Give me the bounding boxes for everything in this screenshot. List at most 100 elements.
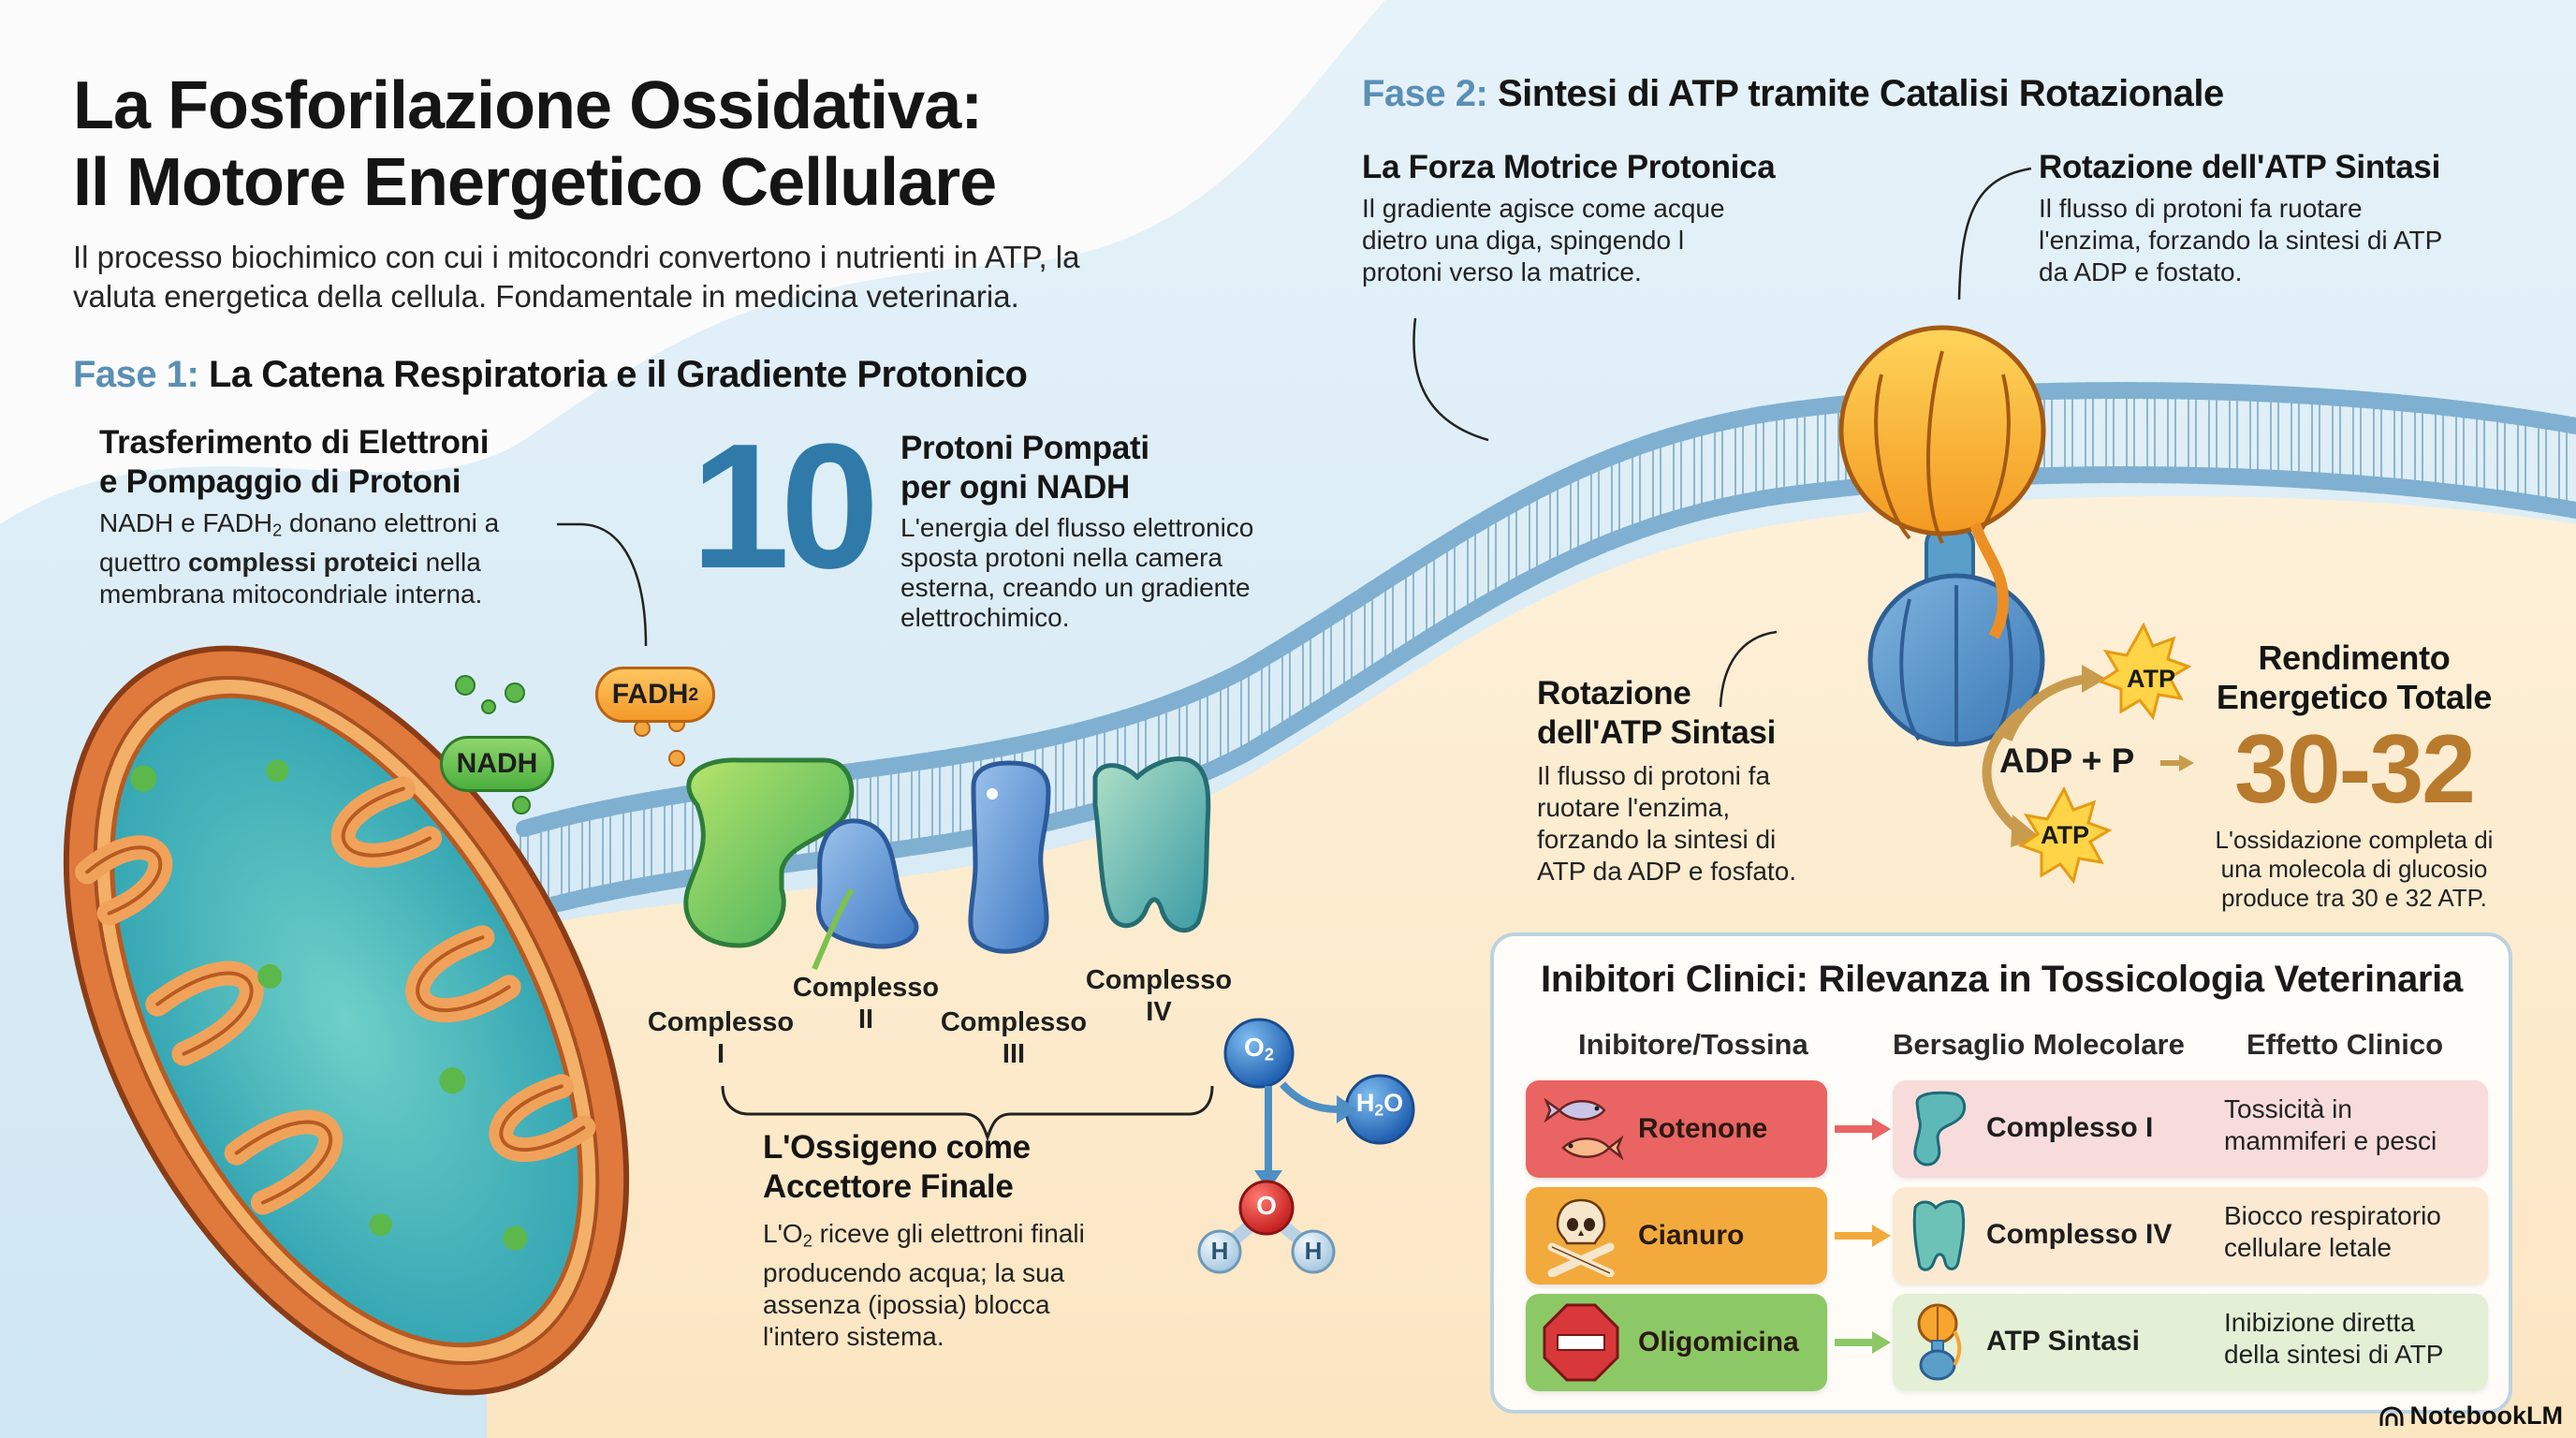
- atp-synthase-icon: [1917, 1303, 1962, 1381]
- water-h-label: H: [1210, 1237, 1229, 1265]
- mitochondrion-illustration: [63, 645, 630, 1396]
- page-title: La Fosforilazione Ossidativa: Il Motore …: [73, 67, 997, 221]
- oxygen-body: L'O2 riceve gli elettroni finali produce…: [763, 1219, 1085, 1351]
- clinical-effect: Inibizione diretta della sintesi di ATP: [2224, 1308, 2444, 1369]
- notebooklm-logo-icon: [2379, 1405, 2404, 1426]
- yield-heading: Energetico Totale: [2216, 678, 2493, 716]
- phase2-heading: Fase 2: Sintesi di ATP tramite Catalisi …: [1362, 73, 2224, 115]
- atp-starburst: [2097, 622, 2192, 721]
- transfer-heading: Trasferimento di Elettroni: [99, 424, 490, 461]
- atp-starburst: [2017, 785, 2113, 885]
- electron-transfer-block: Trasferimento di Elettroni e Pompaggio d…: [99, 423, 499, 610]
- water-h-label: H: [1304, 1237, 1323, 1265]
- logo-text: NotebookLM: [2409, 1401, 2563, 1430]
- target-cell: Complesso IV Biocco respiratorio cellula…: [1893, 1187, 2488, 1284]
- protons-heading: Protoni Pompati: [900, 430, 1149, 466]
- phase1-title: La Catena Respiratoria e il Gradiente Pr…: [208, 354, 1028, 395]
- rotation-mid-body: Il flusso di protoni fa ruotare l'enzima…: [1537, 761, 1797, 886]
- transfer-body: NADH e FADH2 donano elettroni a quettro …: [99, 508, 500, 609]
- arrow-right-icon: [1835, 1225, 1891, 1247]
- phase1-lead: Fase 1:: [73, 354, 199, 395]
- oxygen-heading: Accettore Finale: [763, 1168, 1014, 1205]
- inhibitor-name: Cianuro: [1638, 1220, 1745, 1251]
- leader-line: [1719, 630, 1778, 708]
- rotation-top-body: Il flusso di protoni fa ruotare l'enzima…: [2039, 194, 2443, 286]
- inhibitor-cell: Oligomicina: [1526, 1294, 1827, 1391]
- complex-i-icon: [1913, 1091, 1967, 1167]
- complexes-bracket: [721, 1085, 1214, 1142]
- rotation-top-block: Rotazione dell'ATP Sintasi Il flusso di …: [2039, 148, 2442, 288]
- skull-crossbones-icon: [1547, 1198, 1615, 1277]
- inhibitor-cell: Cianuro: [1526, 1187, 1827, 1284]
- column-header-target: Bersaglio Molecolare: [1893, 1028, 2185, 1061]
- complex-iii-shape: [968, 760, 1051, 954]
- rotation-mid-heading: dell'ATP Sintasi: [1537, 714, 1777, 751]
- adp-p-label: ADP + P: [1999, 741, 2135, 780]
- energy-yield-block: Rendimento Energetico Totale 30-32 L'oss…: [2200, 638, 2509, 913]
- table-row: Oligomicina ATP Sintasi Inibizione diret…: [1526, 1294, 2488, 1391]
- title-line-1: La Fosforilazione Ossidativa:: [73, 68, 983, 143]
- oxygen-heading: L'Ossigeno come: [763, 1129, 1031, 1166]
- rotation-top-heading: Rotazione dell'ATP Sintasi: [2039, 149, 2441, 185]
- inhibitor-name: Oligomicina: [1638, 1327, 1799, 1357]
- leader-line: [557, 522, 648, 647]
- target-name: ATP Sintasi: [1986, 1326, 2140, 1357]
- protons-body: L'energia del flusso elettronico sposta …: [900, 513, 1254, 632]
- nadh-carrier: NADH: [440, 736, 554, 792]
- proton-motive-force-block: La Forza Motrice Protonica Il gradiente …: [1362, 148, 1776, 288]
- inhibitor-cell: Rotenone: [1526, 1080, 1827, 1178]
- yield-body: L'ossidazione completa di una molecola d…: [2215, 826, 2494, 912]
- column-header-effect: Effetto Clinico: [2247, 1028, 2444, 1061]
- phase2-lead: Fase 2:: [1362, 73, 1488, 114]
- rotation-mid-block: Rotazione dell'ATP Sintasi Il flusso di …: [1537, 674, 1796, 888]
- target-cell: Complesso I Tossicità in mammiferi e pes…: [1893, 1080, 2488, 1178]
- subtitle-line: Il processo biochimico con cui i mitocon…: [73, 240, 1080, 274]
- inhibitors-panel: Inibitori Clinici: Rilevanza in Tossicol…: [1490, 932, 2512, 1414]
- phase1-heading: Fase 1: La Catena Respiratoria e il Grad…: [73, 354, 1028, 396]
- o2-label: O2: [1244, 1033, 1274, 1064]
- water-hydrogen-atom: [1291, 1229, 1336, 1274]
- table-row: Rotenone Complesso I Tossicità in mammif…: [1526, 1080, 2488, 1178]
- protons-block: Protoni Pompati per ogni NADH L'energia …: [900, 429, 1253, 633]
- pmf-heading: La Forza Motrice Protonica: [1362, 149, 1776, 185]
- rotation-mid-heading: Rotazione: [1537, 675, 1691, 712]
- o2-molecule: [1223, 1018, 1295, 1089]
- complex-i-shape: [683, 757, 855, 948]
- target-name: Complesso I: [1986, 1112, 2154, 1143]
- h2o-label: H2O: [1355, 1089, 1404, 1120]
- subtitle-line: valuta energetica della cellula. Fondame…: [73, 279, 1019, 314]
- water-hydrogen-atom: [1197, 1229, 1242, 1274]
- atp-synthase-illustration: [1838, 325, 2046, 747]
- clinical-effect: Biocco respiratorio cellulare letale: [2224, 1201, 2441, 1262]
- notebooklm-logo: NotebookLM: [2378, 1401, 2563, 1431]
- arrow-right-icon: [1835, 1118, 1891, 1140]
- arrow-right-icon: [1835, 1331, 1891, 1354]
- page-subtitle: Il processo biochimico con cui i mitocon…: [73, 238, 1079, 316]
- protons-count: 10: [691, 407, 879, 606]
- fish-icon: [1544, 1097, 1623, 1161]
- target-name: Complesso IV: [1986, 1219, 2173, 1250]
- complex-ii-shape: [815, 818, 919, 949]
- yield-heading: Rendimento: [2258, 638, 2451, 677]
- oxygen-acceptor-block: L'Ossigeno come Accettore Finale L'O2 ri…: [763, 1128, 1085, 1353]
- stop-sign-icon: [1543, 1303, 1619, 1382]
- title-line-2: Il Motore Energetico Cellulare: [73, 145, 997, 220]
- phase2-title: Sintesi di ATP tramite Catalisi Rotazion…: [1497, 73, 2224, 114]
- transfer-heading: e Pompaggio di Protoni: [99, 463, 461, 500]
- clinical-effect: Tossicità in mammiferi e pesci: [2224, 1094, 2437, 1155]
- protons-heading: per ogni NADH: [900, 469, 1130, 506]
- leader-line: [1412, 317, 1489, 442]
- target-cell: ATP Sintasi Inibizione diretta della sin…: [1893, 1294, 2488, 1391]
- leader-line: [1957, 167, 2032, 301]
- complex-iv-icon: [1912, 1199, 1966, 1271]
- atp-output-label: ATP: [2041, 821, 2089, 849]
- water-o-label: O: [1256, 1191, 1277, 1220]
- water-oxygen-atom: [1238, 1180, 1295, 1236]
- column-header-inhibitor: Inibitore/Tossina: [1578, 1028, 1808, 1061]
- inhibitors-title: Inibitori Clinici: Rilevanza in Tossicol…: [1541, 959, 2463, 1000]
- yield-value: 30-32: [2234, 715, 2476, 824]
